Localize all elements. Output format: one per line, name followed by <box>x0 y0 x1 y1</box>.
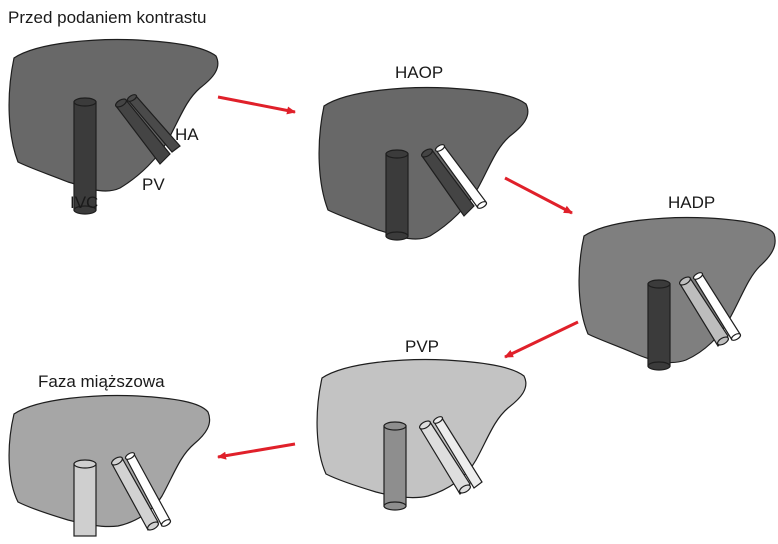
phase-hadp: HADP <box>579 193 775 370</box>
phase-label-hadp: HADP <box>668 193 715 212</box>
arrow-pvp-to-parenchymal <box>218 444 295 457</box>
phase-pre-contrast: Przed podaniem kontrastu HA PV IVC <box>8 8 218 214</box>
inferior-vena-cava-pvp <box>384 422 406 510</box>
arrow-pre-to-haop <box>218 97 295 112</box>
label-ivc: IVC <box>70 193 98 212</box>
liver-hadp <box>579 218 775 363</box>
liver-pre-contrast <box>9 40 218 191</box>
liver-haop <box>319 88 528 239</box>
phase-haop: HAOP <box>319 63 528 240</box>
phase-parenchymal: Faza miąższowa <box>9 372 210 536</box>
phase-label-haop: HAOP <box>395 63 443 82</box>
arrow-haop-to-hadp <box>505 178 572 213</box>
label-pv: PV <box>142 175 165 194</box>
label-ha: HA <box>175 125 199 144</box>
arrow-hadp-to-pvp <box>505 322 578 357</box>
liver-parenchymal <box>9 396 210 527</box>
phase-label-pre-contrast: Przed podaniem kontrastu <box>8 8 206 27</box>
inferior-vena-cava-haop <box>386 150 408 240</box>
phase-label-parenchymal: Faza miąższowa <box>38 372 165 391</box>
inferior-vena-cava-hadp <box>648 280 670 370</box>
inferior-vena-cava-parenchymal <box>74 460 96 536</box>
phase-label-pvp: PVP <box>405 337 439 356</box>
phase-pvp: PVP <box>317 337 526 510</box>
